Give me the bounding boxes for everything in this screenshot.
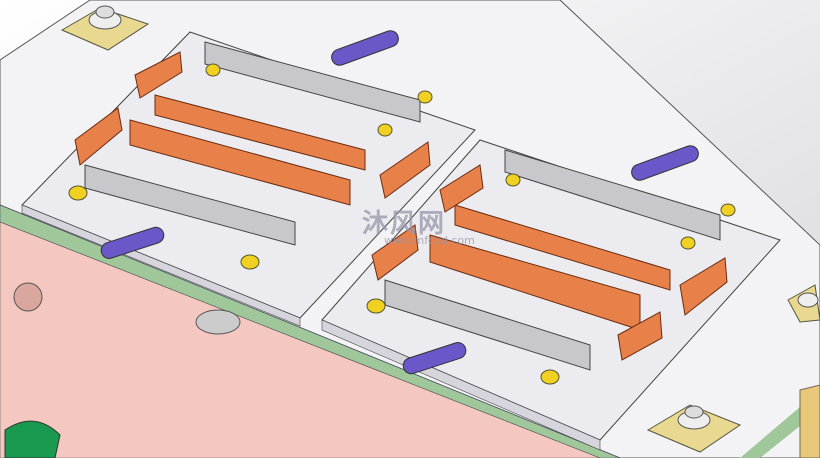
handle-bottom xyxy=(402,342,467,375)
corner-mount-right xyxy=(787,284,820,323)
handle-top xyxy=(631,145,699,181)
orange-block-1 xyxy=(134,51,183,99)
orange-block-3 xyxy=(379,141,431,199)
clamp-bar-top xyxy=(504,149,721,241)
corner-mount-top-left xyxy=(60,5,150,51)
corner-mount-bottom xyxy=(646,404,742,453)
orange-block-1 xyxy=(439,164,484,213)
green-part xyxy=(4,420,61,458)
handle-top xyxy=(331,30,399,66)
clamp-yellow xyxy=(366,298,386,314)
orange-bar-1 xyxy=(454,204,671,291)
clamp-yellow xyxy=(417,90,433,104)
base-hole-2 xyxy=(195,309,241,335)
orange-bar-2 xyxy=(129,119,351,206)
clamp-yellow xyxy=(540,369,560,385)
pink-lower-plate xyxy=(0,221,601,458)
clamp-yellow xyxy=(377,123,393,137)
orange-block-3 xyxy=(679,257,728,316)
watermark-url: www.mfcad.com xyxy=(384,234,475,247)
clamp-bar-top xyxy=(204,41,421,123)
orange-block-2 xyxy=(371,224,419,281)
orange-block-2 xyxy=(74,107,123,166)
clamp-yellow xyxy=(68,185,88,201)
clamp-yellow xyxy=(205,63,221,77)
handle-bottom xyxy=(100,226,165,259)
clamp-bar-bottom xyxy=(384,279,591,371)
watermark-brand: 沐风网 xyxy=(362,209,447,239)
clamp-yellow xyxy=(720,203,736,217)
clamp-yellow xyxy=(240,254,260,270)
clamp-yellow xyxy=(680,236,696,250)
clamp-bar-bottom xyxy=(84,164,296,246)
fixture-plate-right xyxy=(321,139,781,451)
orange-block-4 xyxy=(617,311,663,361)
orange-bar-1 xyxy=(154,94,366,171)
clamp-yellow xyxy=(505,173,521,187)
fixture-plate-left xyxy=(21,30,476,327)
spring-column xyxy=(799,384,820,458)
base-hole xyxy=(13,282,43,312)
